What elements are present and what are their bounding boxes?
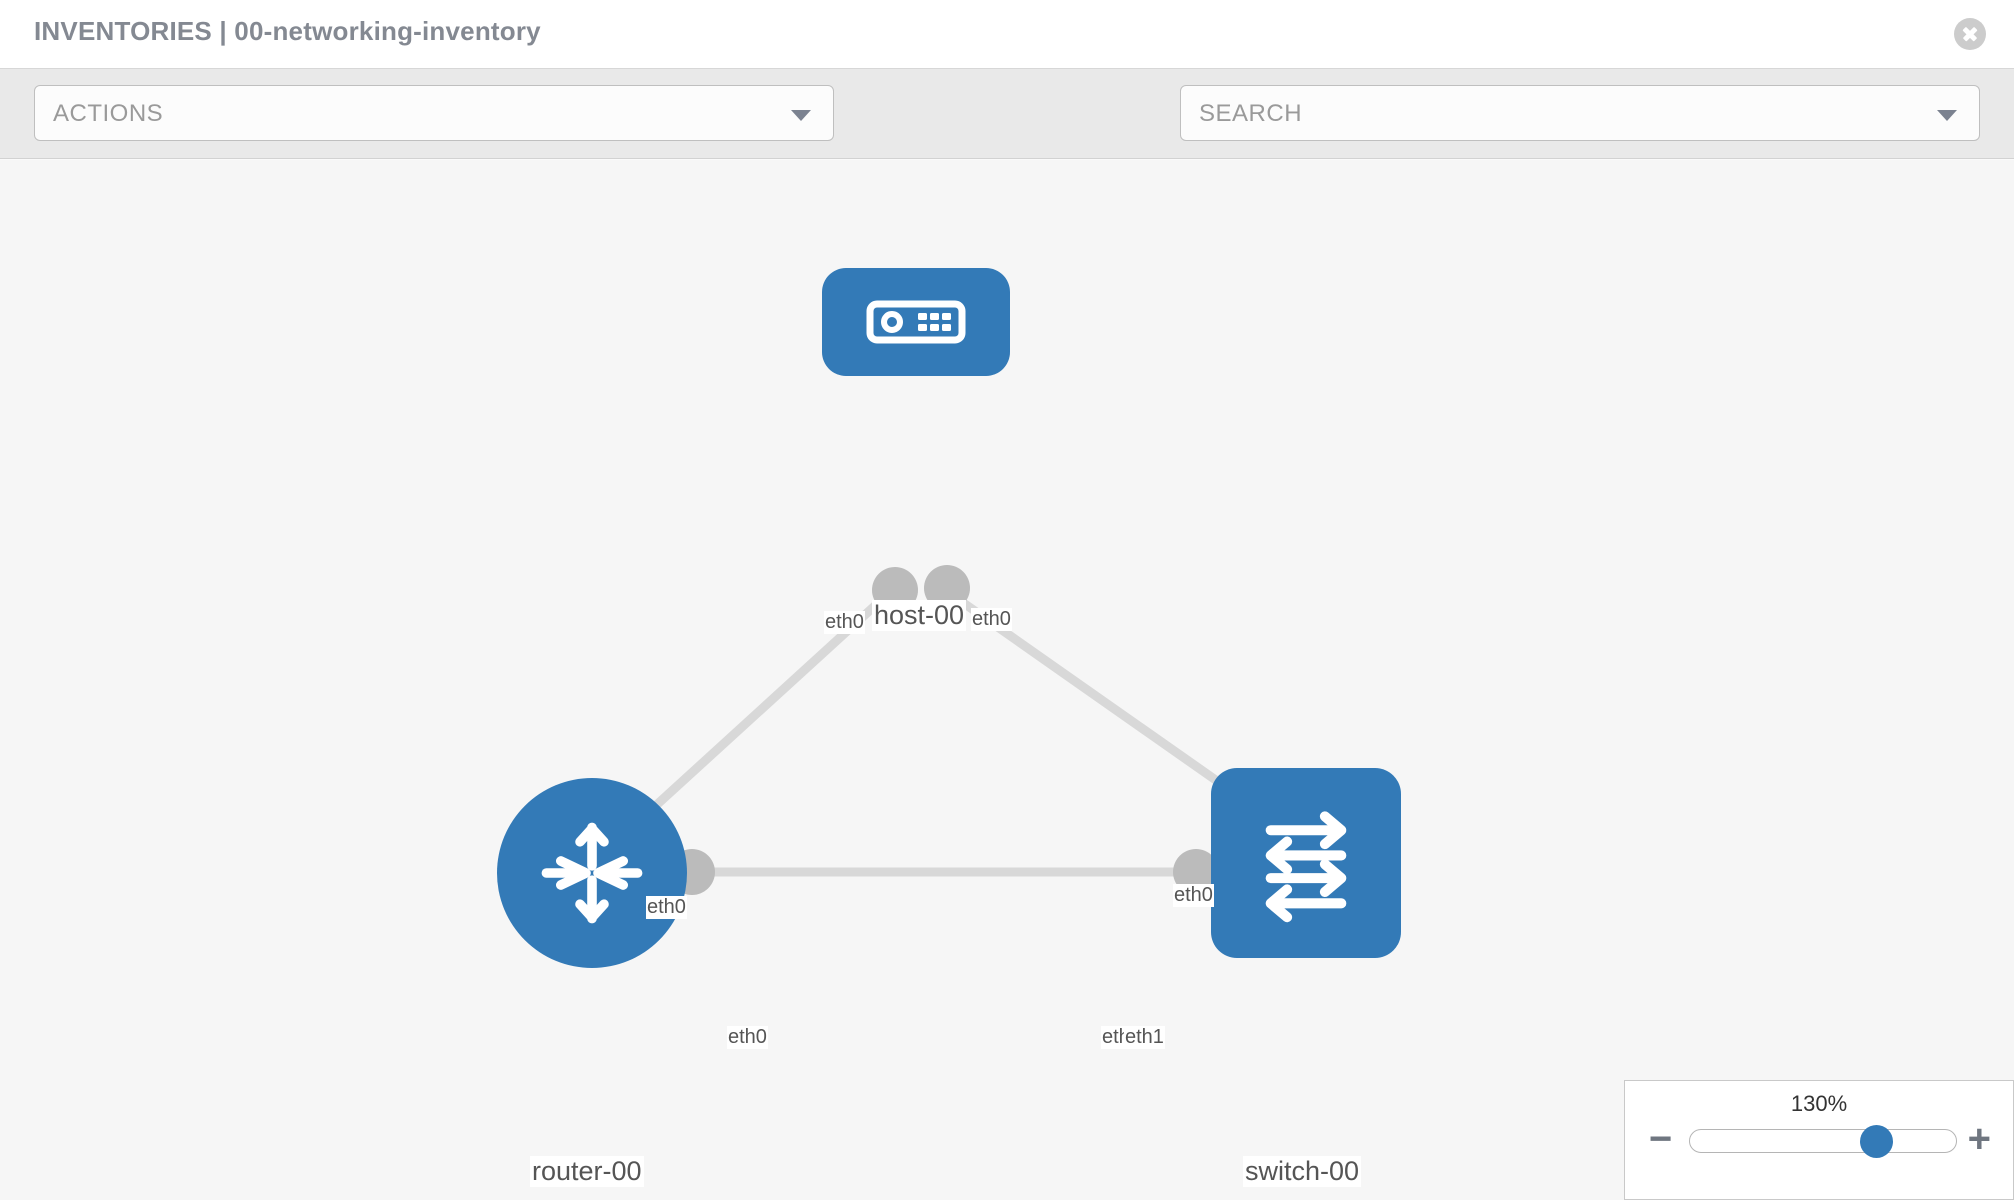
node-router-00-label: router-00 xyxy=(530,1156,644,1187)
zoom-slider[interactable] xyxy=(1689,1125,1957,1158)
topology-canvas[interactable]: host-00 router-00 xyxy=(0,160,2014,1200)
endpoint-knob[interactable] xyxy=(1173,849,1219,895)
iface-label-host00-left: eth0 xyxy=(824,611,865,634)
zoom-in-button[interactable]: + xyxy=(1967,1117,1991,1161)
actions-dropdown[interactable]: ACTIONS xyxy=(34,85,834,141)
node-host-00-shape[interactable] xyxy=(822,268,1010,376)
node-host-00-label: host-00 xyxy=(872,600,967,631)
iface-label-switch00-left-b: eth1 xyxy=(1124,1026,1165,1049)
close-icon[interactable] xyxy=(1954,18,1986,50)
actions-dropdown-label: ACTIONS xyxy=(53,100,164,127)
search-placeholder: SEARCH xyxy=(1199,100,1303,127)
iface-label-host00-right: eth0 xyxy=(971,608,1012,631)
endpoint-knob[interactable] xyxy=(924,565,970,611)
node-router-00-shape[interactable] xyxy=(497,778,687,968)
node-switch-00-shape[interactable] xyxy=(1211,768,1401,958)
server-icon xyxy=(866,300,966,344)
iface-label-router00-up: eth0 xyxy=(646,896,687,919)
zoom-level-value: 130% xyxy=(1790,1091,1848,1116)
iface-label-switch00-up: eth0 xyxy=(1173,884,1214,907)
switch-arrows-icon xyxy=(1265,811,1347,923)
arrows-inward-icon xyxy=(541,822,643,924)
zoom-out-button[interactable]: − xyxy=(1649,1117,1673,1161)
chevron-down-icon[interactable] xyxy=(1937,110,1957,121)
node-switch-00-label: switch-00 xyxy=(1243,1156,1362,1187)
search-input[interactable]: SEARCH xyxy=(1180,85,1980,141)
page-header: INVENTORIES | 00-networking-inventory xyxy=(0,0,2014,69)
page-title: INVENTORIES | 00-networking-inventory xyxy=(34,16,541,46)
iface-label-router00-right: eth0 xyxy=(727,1026,768,1049)
chevron-down-icon xyxy=(791,110,811,121)
zoom-slider-thumb[interactable] xyxy=(1860,1125,1894,1158)
zoom-control-panel: 130% − + xyxy=(1624,1080,2014,1200)
toolbar: ACTIONS SEARCH xyxy=(0,69,2014,202)
